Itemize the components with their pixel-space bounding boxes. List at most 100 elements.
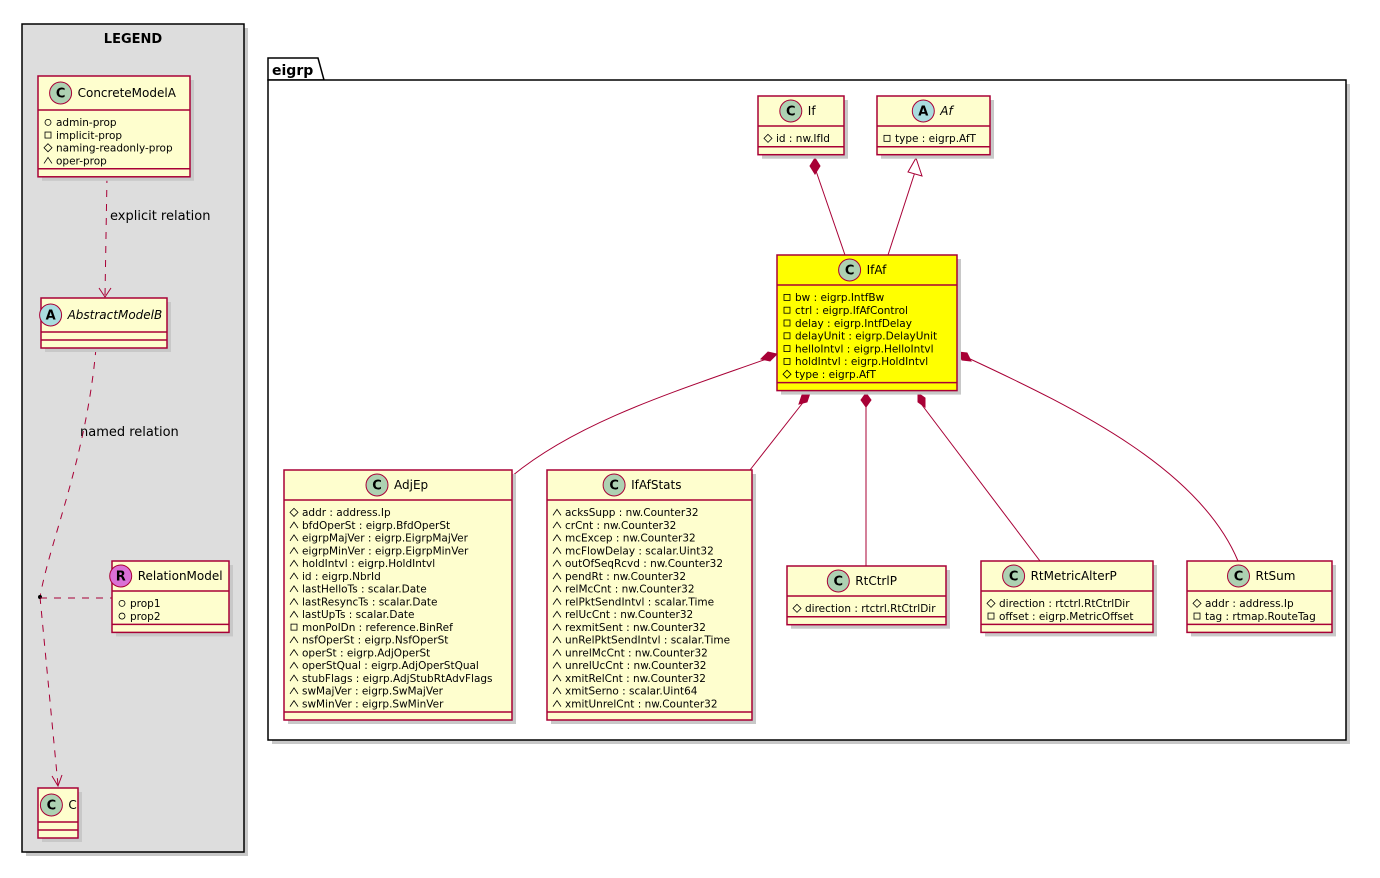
named-relation-arrowhead [51,774,63,788]
class-box [546,469,753,721]
if-composition-diamond [809,157,821,175]
public-visibility-icon [118,612,126,620]
stereotype-letter: C [372,479,382,494]
package-visibility-icon [552,597,562,605]
class-box [283,469,513,721]
package-visibility-icon [289,546,299,554]
stereotype-c-icon [779,99,803,123]
class-attribute: mcExcep : nw.Counter32 [565,533,696,545]
private-visibility-icon [783,345,791,353]
class-attribute: unrelUcCnt : nw.Counter32 [565,660,706,672]
package-visibility-icon [552,648,562,656]
package-visibility-icon [289,674,299,682]
class-box [776,254,958,392]
stereotype-letter: A [918,105,928,120]
private-visibility-icon [783,357,791,365]
class-attribute: xmitUnrelCnt : nw.Counter32 [565,698,718,710]
protected-visibility-icon [43,143,53,153]
class-attribute: holdIntvl : eigrp.HoldIntvl [302,558,435,570]
class-if: C If id : nw.IfId [757,95,848,159]
class-name: RtSum [1256,569,1296,583]
class-name: If [808,104,817,118]
class-attribute: swMinVer : eigrp.SwMinVer [302,698,444,710]
stereotype-a-icon [39,303,63,327]
package-title: eigrp [272,63,313,79]
class-attribute: delay : eigrp.IntfDelay [795,318,912,330]
class-attribute: operStQual : eigrp.AdjOperStQual [302,660,479,672]
class-attribute: prop2 [130,611,161,623]
class-attribute: tag : rtmap.RouteTag [1205,611,1316,623]
class-attribute: id : nw.IfId [776,133,830,145]
class-attribute: type : eigrp.AfT [795,369,877,381]
class-attribute: offset : eigrp.MetricOffset [999,611,1133,623]
class-attribute: lastUpTs : scalar.Date [302,609,414,621]
class-attribute: delayUnit : eigrp.DelayUnit [795,331,937,343]
class-name: ConcreteModelA [78,86,177,100]
adjep-composition-diamond [760,351,778,362]
af-inheritance-arrow [907,156,923,177]
class-attribute: relMcCnt : nw.Counter32 [565,584,695,596]
class-attribute: bfdOperSt : eigrp.BfdOperSt [302,520,450,532]
stereotype-letter: C [1234,570,1244,585]
package-visibility-icon [552,699,562,707]
private-visibility-icon [987,612,995,620]
class-attribute: lastHelloTs : scalar.Date [302,584,427,596]
stereotype-c-icon [1227,564,1250,588]
legend-title: LEGEND [104,32,163,47]
package-visibility-icon [552,623,562,631]
private-visibility-icon [783,306,791,314]
package-visibility-icon [552,636,562,644]
stereotype-c-icon [602,473,626,497]
explicit-relation-arrowhead [98,287,112,298]
stereotype-c-icon [826,569,850,593]
class-attribute: relPktSendIntvl : scalar.Time [565,596,714,608]
class-attribute: eigrpMinVer : eigrp.EigrpMinVer [302,545,469,557]
package-visibility-icon [289,597,299,605]
class-attribute: mcFlowDelay : scalar.Uint32 [565,545,714,557]
class-attribute: admin-prop [56,117,117,129]
protected-visibility-icon [782,369,792,379]
stereotype-c-icon [49,81,73,105]
class-attribute: rexmitSent : nw.Counter32 [565,622,706,634]
class-name: AbstractModelB [67,308,163,322]
class-attribute: direction : rtctrl.RtCtrlDir [999,598,1130,610]
stereotype-c-icon [39,793,63,817]
rtctrlp-composition-diamond [860,392,872,408]
stereotype-letter: C [1009,570,1019,585]
private-visibility-icon [883,134,891,142]
class-name: RtMetricAlterP [1031,569,1117,583]
class-attribute: relUcCnt : nw.Counter32 [565,609,693,621]
rtmetricalterp-composition-diamond [917,392,926,408]
class-rtmetricalterp: C RtMetricAlterP direction : rtctrl.RtCtrl… [980,560,1157,637]
class-name: IfAfStats [631,478,681,492]
package-visibility-icon [552,610,562,618]
package-visibility-icon [289,534,299,542]
class-attribute: bw : eigrp.IntfBw [795,292,885,304]
class-attribute: id : eigrp.NbrId [302,571,381,583]
class-attribute: operSt : eigrp.AdjOperSt [302,647,430,659]
class-name: AdjEp [394,478,428,492]
class-attribute: lastResyncTs : scalar.Date [302,596,438,608]
class-attribute: holdIntvl : eigrp.HoldIntvl [795,356,928,368]
class-attribute: addr : address.Ip [302,507,391,519]
class-attribute: addr : address.Ip [1205,598,1294,610]
class-name: RtCtrlP [855,574,897,588]
package-visibility-icon [289,572,299,580]
package-visibility-icon [552,521,562,529]
stereotype-letter: C [834,575,844,590]
private-visibility-icon [1193,612,1201,620]
stereotype-letter: C [47,799,57,814]
stereotype-letter: A [46,309,56,324]
class-name: C [68,798,76,812]
class-attribute: prop1 [130,598,161,610]
class-name: Af [939,104,954,118]
stereotype-letter: C [786,105,796,120]
explicit-relation-label: explicit relation [110,209,210,224]
class-attribute: unRelPktSendIntvl : scalar.Time [565,635,730,647]
class-attribute: crCnt : nw.Counter32 [565,520,676,532]
class-attribute: nsfOperSt : eigrp.NsfOperSt [302,635,448,647]
